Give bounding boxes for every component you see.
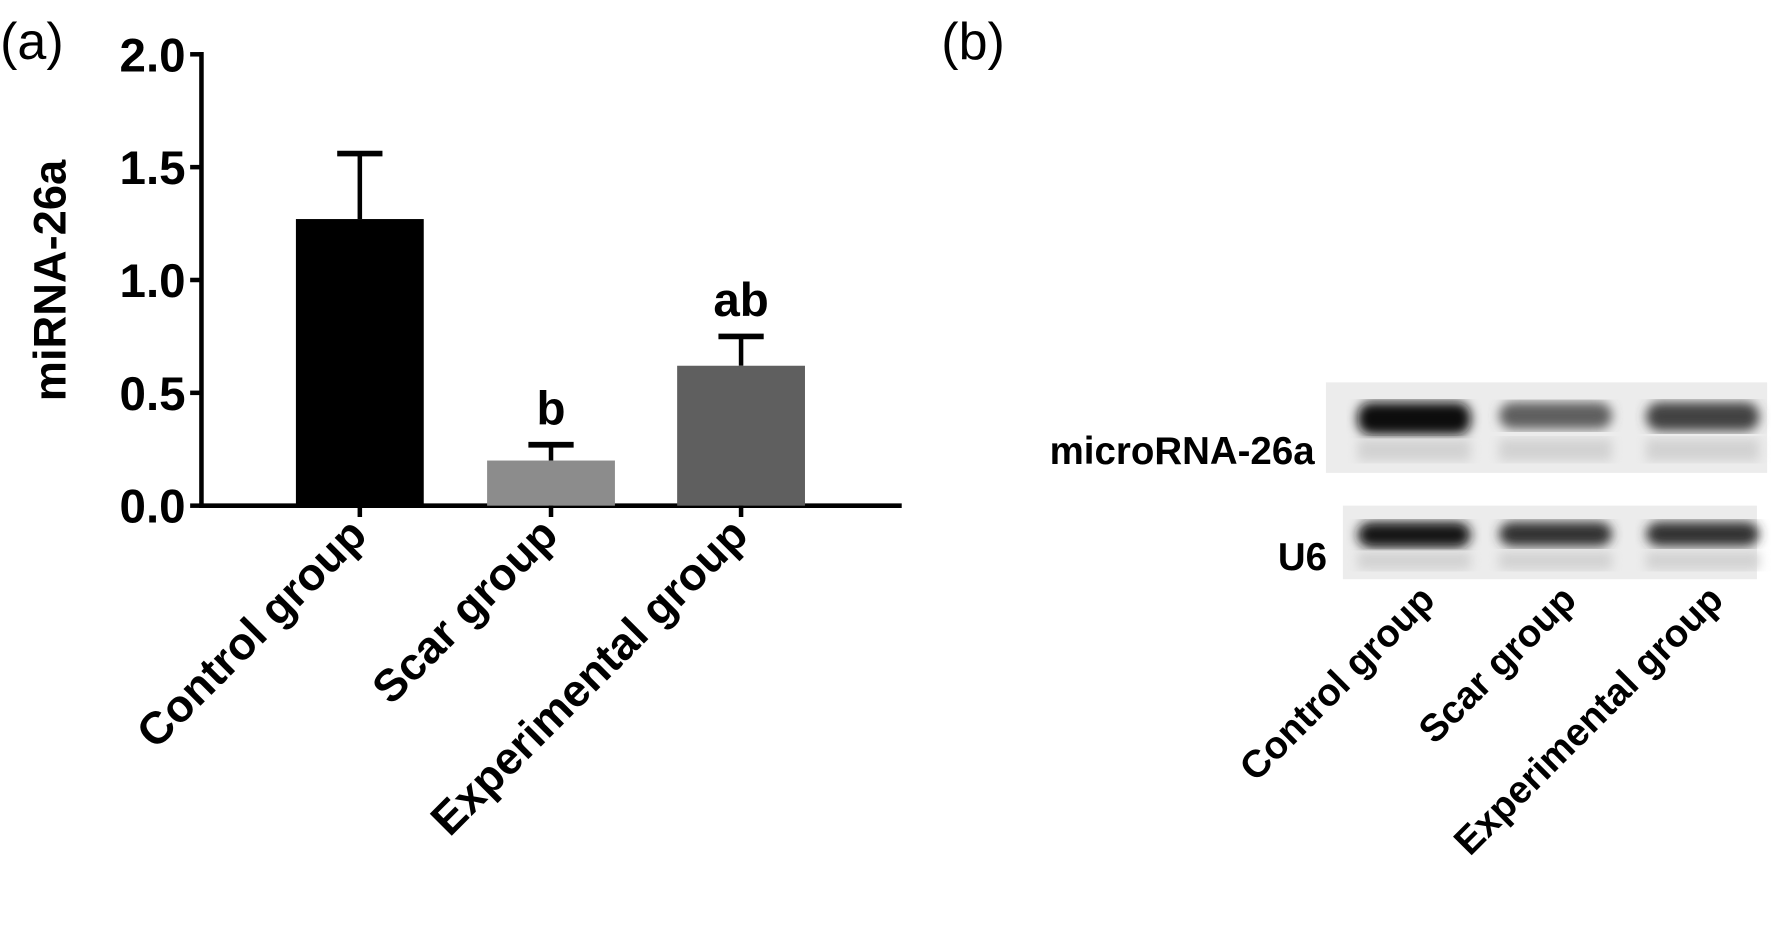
blot-band-faint (1499, 551, 1613, 570)
bar (487, 460, 615, 506)
x-tick-label: Scar group (362, 508, 567, 713)
blot-band-faint (1499, 438, 1613, 462)
blot-band (1357, 402, 1471, 435)
bar (677, 365, 805, 506)
significance-label: b (537, 382, 566, 435)
y-tick-label: 2.0 (120, 29, 186, 82)
y-tick-label: 1.0 (120, 255, 186, 308)
y-tick-label: 0.0 (120, 481, 186, 534)
blot-band-faint (1357, 551, 1471, 570)
blot-lane-label: Experimental group (1446, 578, 1732, 864)
significance-label: ab (713, 274, 768, 327)
y-axis-label: miRNA-26a (25, 159, 76, 401)
y-tick-label: 0.5 (120, 368, 186, 421)
x-tick-label: Control group (127, 508, 376, 757)
y-tick-label: 1.5 (120, 142, 186, 195)
x-tick-label: Experimental group (421, 508, 758, 845)
panel-label-a: (a) (0, 13, 64, 71)
blot-row-label: U6 (1278, 536, 1327, 579)
panel-label-b: (b) (941, 13, 1005, 71)
bar (295, 219, 424, 506)
blot-band (1646, 402, 1760, 431)
blot-row-label: microRNA-26a (1050, 430, 1316, 473)
blot-lane-label: Control group (1232, 578, 1444, 790)
blot-band (1499, 402, 1613, 429)
blot-band-faint (1357, 438, 1471, 462)
blot-band-faint (1646, 438, 1760, 462)
blot-band (1646, 521, 1760, 547)
blot-band (1357, 521, 1471, 548)
blot-band-faint (1646, 551, 1760, 570)
blot-band (1499, 521, 1613, 547)
